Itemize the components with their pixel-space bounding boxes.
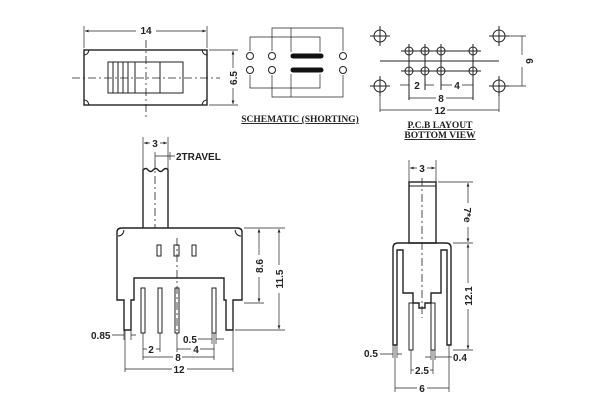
pcb-pitch-large: 4	[454, 81, 460, 92]
body-height: 12.1	[464, 286, 475, 306]
pin-span: 8	[175, 353, 181, 364]
pin-pitch: 2.5	[415, 366, 429, 377]
top-view: 14 6.5	[72, 25, 240, 117]
pcb-layout: 2 4 8 12 6 P.C.B LAYOUT BOTTOM VIEW	[370, 26, 534, 141]
pcb-pitch-small: 2	[414, 81, 420, 92]
switch-body	[116, 227, 243, 331]
actuator-width: 3	[419, 164, 425, 175]
pin-holes	[401, 44, 481, 100]
switch-body	[83, 49, 208, 106]
actuator	[408, 181, 437, 244]
pins	[140, 287, 217, 334]
front-view: 3 2TRAVEL 8.6 11.5 0.85 0.5 2 4 8 12	[91, 137, 286, 376]
total-height: 11.5	[275, 269, 286, 288]
pcb-mount-span: 12	[434, 106, 446, 117]
body-height: 8.6	[255, 259, 266, 273]
pin-thickness: 0.4	[453, 353, 467, 364]
width-dimension: 14	[140, 26, 152, 37]
pin-width: 0.5	[183, 335, 197, 346]
contact-circles	[246, 52, 347, 74]
actuator-height: 7*e	[461, 207, 472, 222]
actuator-width: 3	[152, 139, 158, 150]
pcb-caption-line2: BOTTOM VIEW	[404, 131, 476, 141]
mounting-holes	[370, 26, 509, 96]
schematic-caption: SCHEMATIC (SHORTING)	[241, 114, 358, 125]
pitch-small: 2	[148, 345, 154, 356]
pitch-large: 4	[193, 345, 199, 356]
pcb-caption-line1: P.C.B LAYOUT	[407, 121, 473, 131]
travel-label: 2TRAVEL	[176, 152, 221, 163]
side-view: 3 7*e 12.1 0.5 0.4 2.5 6	[364, 160, 475, 395]
pcb-pin-span: 8	[438, 94, 444, 105]
height-dimension: 6.5	[229, 71, 240, 85]
leg-width: 0.85	[91, 331, 111, 342]
schematic: SCHEMATIC (SHORTING)	[241, 27, 359, 125]
leg-width: 0.5	[364, 349, 378, 360]
overall-width: 12	[173, 365, 185, 376]
slider-knob	[107, 61, 184, 94]
pcb-mount-height: 6	[523, 58, 534, 64]
switch-body	[392, 242, 452, 346]
overall-width: 6	[419, 384, 425, 395]
actuator	[142, 167, 169, 228]
